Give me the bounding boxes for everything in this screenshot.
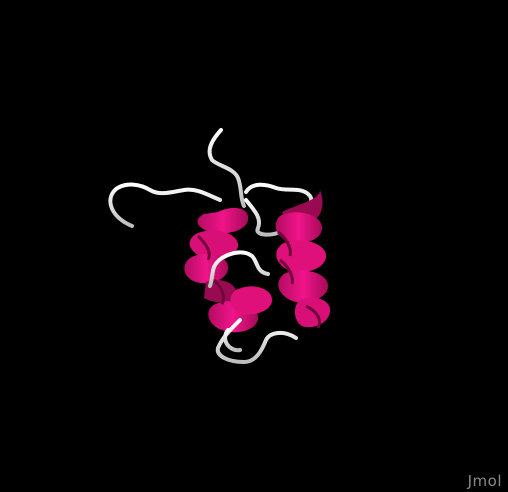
coil-back	[108, 128, 314, 237]
jmol-watermark: Jmol	[467, 472, 502, 490]
left-helix	[184, 207, 272, 333]
right-helix	[275, 190, 331, 329]
coil-front	[208, 250, 298, 364]
